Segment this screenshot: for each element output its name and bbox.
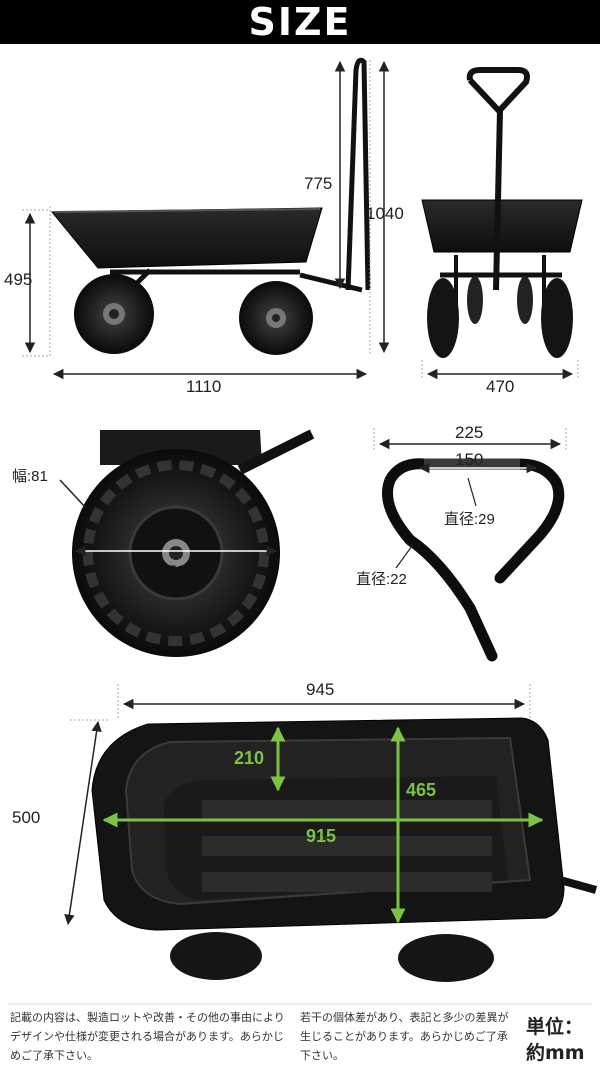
dim-bed-outer-length: 945 <box>306 680 335 699</box>
dim-handle-outer-width: 225 <box>455 423 484 442</box>
front-view-cart <box>421 67 583 358</box>
unit-label: 単位： <box>526 1016 584 1038</box>
dim-bed-inner-width: 465 <box>406 780 437 800</box>
page-title: SIZE <box>248 0 352 44</box>
size-header: SIZE <box>0 0 600 44</box>
dim-wheel-diameter: 250 <box>158 562 187 581</box>
dim-bed-inner-depth: 210 <box>234 748 265 768</box>
footer-note-right: 若干の個体差があり、表記と多少の差異が生じることがあります。あらかじめご了承下さ… <box>300 1008 518 1066</box>
dim-handle-grip-width: 150 <box>455 450 484 469</box>
dim-cart-length: 1110 <box>186 377 222 396</box>
wheel-detail <box>72 429 315 657</box>
unit-value: 約mm <box>526 1042 585 1064</box>
dim-bar-diameter: 直径:22 <box>356 571 407 588</box>
dim-cart-width: 470 <box>486 377 515 396</box>
handle-detail <box>382 458 565 662</box>
dim-bed-outer-width: 500 <box>12 808 41 827</box>
dim-grip-diameter: 直径:29 <box>444 511 495 528</box>
side-view-cart <box>50 57 371 355</box>
dim-total-height: 1040 <box>366 204 404 223</box>
dim-bed-inner-length: 915 <box>306 826 337 846</box>
dim-handle-height: 775 <box>304 174 333 193</box>
bed-top-view <box>91 717 598 982</box>
footer-note-left: 記載の内容は、製造ロットや改善・その他の事由によりデザインや仕様が変更される場合… <box>10 1008 288 1066</box>
dim-wheel-width: 幅:81 <box>12 468 48 485</box>
dim-box-height: 495 <box>4 270 33 289</box>
